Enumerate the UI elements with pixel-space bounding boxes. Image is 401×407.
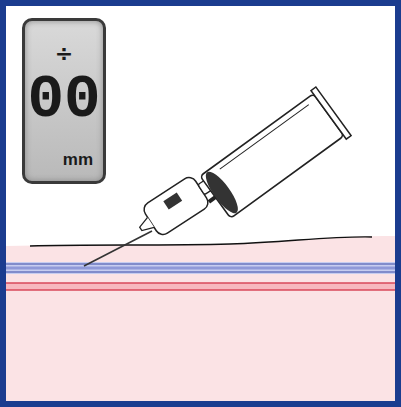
symbol-label: ÷ bbox=[55, 43, 73, 65]
unit-label: mm bbox=[63, 151, 93, 168]
reading-digits: 00 bbox=[27, 69, 100, 130]
lcd-display: ÷ 00 mm bbox=[22, 18, 106, 184]
